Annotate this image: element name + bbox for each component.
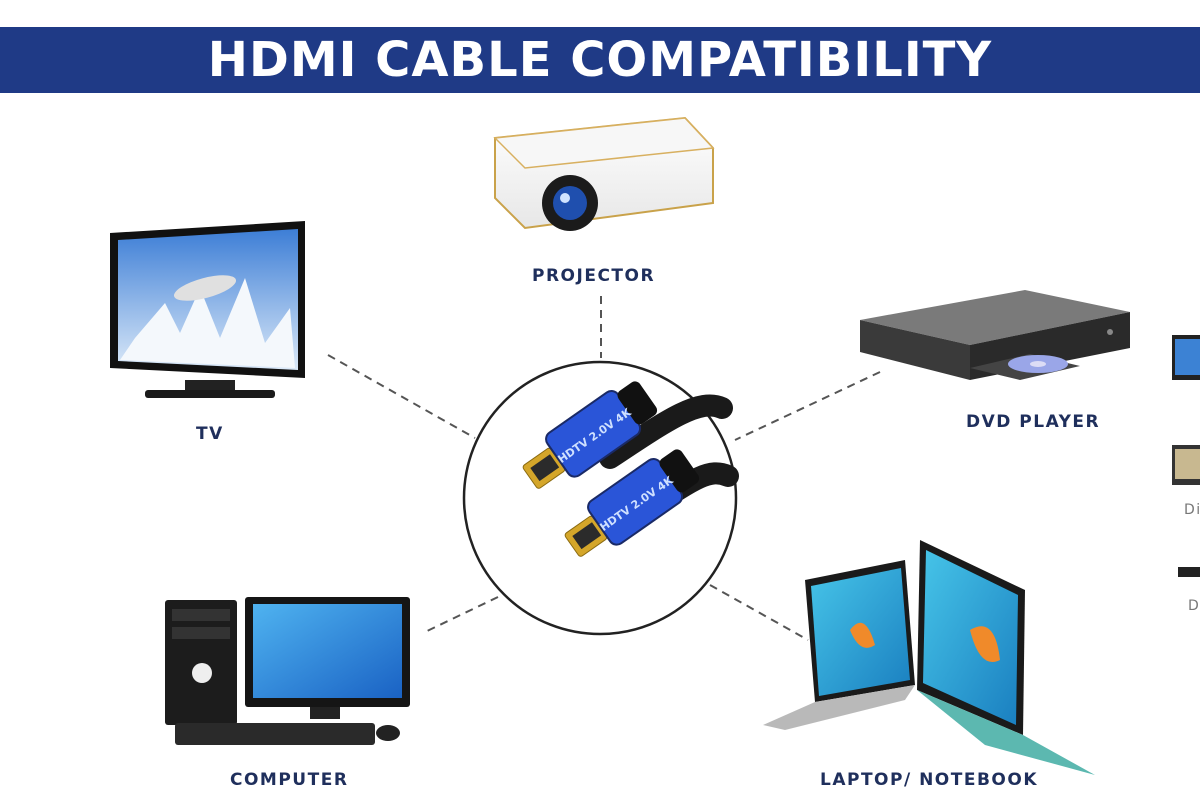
title-banner: HDMI CABLE COMPATIBILITY <box>0 27 1200 93</box>
tv-label: TV <box>196 424 224 444</box>
partial-label-2: D <box>1188 598 1200 614</box>
line-to-dvd <box>734 371 881 441</box>
computer-label: COMPUTER <box>230 770 349 790</box>
projector-label: PROJECTOR <box>532 266 656 286</box>
tv-icon <box>110 221 305 398</box>
line-to-laptop <box>709 584 809 641</box>
dvd-player-icon <box>860 290 1130 380</box>
partial-label-1: Di <box>1184 502 1200 518</box>
computer-icon <box>165 597 410 745</box>
line-to-tv <box>327 354 476 439</box>
hdmi-cable-hub: HDTV 2.0V 4K HDTV 2.0V 4K <box>462 360 739 636</box>
page-title: HDMI CABLE COMPATIBILITY <box>207 32 993 88</box>
projector-icon <box>493 116 715 231</box>
laptop-icon <box>763 540 1095 775</box>
dvd-player-label: DVD PLAYER <box>966 412 1101 432</box>
laptop-label: LAPTOP/ NOTEBOOK <box>820 770 1039 790</box>
partial-device-icons <box>1172 335 1200 577</box>
